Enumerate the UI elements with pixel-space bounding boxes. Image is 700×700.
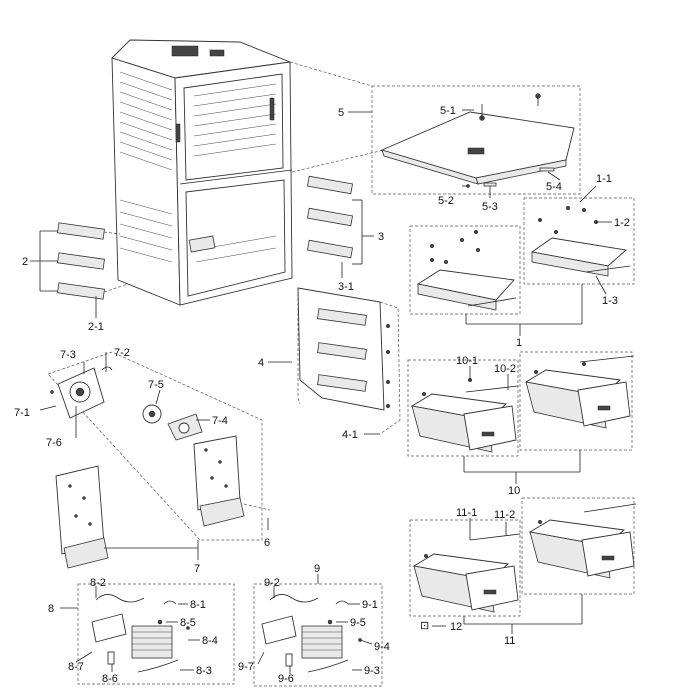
callout-3-1: 3-1 [338, 281, 354, 293]
partition-panel [268, 287, 401, 435]
callout-7-4: 7-4 [212, 415, 228, 427]
callout-1-1: 1-1 [596, 173, 612, 185]
callout-7-1: 7-1 [14, 407, 30, 419]
callout-8-7: 8-7 [68, 661, 84, 673]
fan-motor-assembly [39, 351, 263, 541]
callout-4: 4 [258, 357, 264, 369]
callout-7-3: 7-3 [60, 349, 76, 361]
callout-8-2: 8-2 [90, 577, 106, 589]
callout-12: 12 [450, 621, 462, 633]
rail-set-left [30, 222, 105, 318]
callout-11-2: 11-2 [494, 509, 515, 521]
callout-8-6: 8-6 [102, 673, 118, 685]
evaporator-assembly-right [253, 574, 383, 687]
callout-8-3: 8-3 [196, 665, 212, 677]
shelf-assembly [409, 185, 635, 336]
callout-9-5: 9-5 [350, 617, 366, 629]
callout-4-1: 4-1 [342, 429, 358, 441]
drawer-assembly [407, 351, 635, 484]
callout-10-1: 10-1 [456, 355, 478, 367]
callout-1-3: 1-3 [602, 295, 618, 307]
duct-panel-left [55, 465, 199, 569]
callout-9-4: 9-4 [374, 641, 390, 653]
callout-9-3: 9-3 [364, 665, 380, 677]
callout-10-2: 10-2 [494, 363, 516, 375]
callout-9-1: 9-1 [362, 599, 378, 611]
rail-set-right [307, 175, 374, 278]
callout-1: 1 [516, 337, 522, 349]
duct-panel-right [193, 435, 271, 530]
callout-7: 7 [194, 563, 200, 575]
svg-text:⊡: ⊡ [420, 620, 429, 632]
callout-5-3: 5-3 [482, 201, 498, 213]
callout-9-7: 9-7 [238, 661, 254, 673]
callout-10: 10 [508, 485, 520, 497]
callout-7-2: 7-2 [114, 347, 130, 359]
callout-2-1: 2-1 [88, 321, 104, 333]
evaporator-assembly-left [60, 583, 235, 685]
callout-8: 8 [48, 603, 54, 615]
callout-5: 5 [338, 107, 344, 119]
cabinet-liner [111, 39, 293, 306]
callout-7-6: 7-6 [46, 437, 62, 449]
callout-3: 3 [378, 231, 384, 243]
callout-6: 6 [264, 537, 270, 549]
callout-8-5: 8-5 [180, 617, 196, 629]
callout-5-2: 5-2 [438, 195, 454, 207]
callout-2: 2 [22, 256, 28, 268]
callout-5-1: 5-1 [440, 105, 456, 117]
callout-11: 11 [504, 635, 515, 647]
callout-9-2: 9-2 [264, 577, 280, 589]
callout-1-2: 1-2 [614, 217, 630, 229]
callout-8-1: 8-1 [190, 599, 206, 611]
callout-7-5: 7-5 [148, 379, 164, 391]
lower-drawer-assembly: ⊡ [409, 497, 637, 634]
callout-8-4: 8-4 [202, 635, 218, 647]
callout-11-1: 11-1 [456, 507, 477, 519]
callout-labels: 1 1-1 1-2 1-3 2 2-1 3 3-1 4 4-1 5 5-1 5-… [14, 105, 630, 685]
callout-5-4: 5-4 [546, 181, 562, 193]
callout-9: 9 [314, 563, 320, 575]
callout-9-6: 9-6 [278, 673, 294, 685]
top-cover-assembly [348, 85, 581, 198]
